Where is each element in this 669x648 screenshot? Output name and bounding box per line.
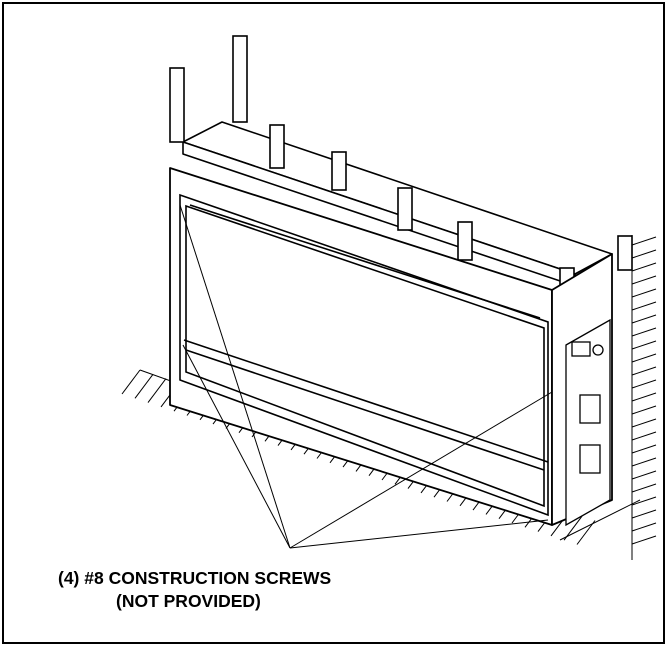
glass-frame: [179, 193, 549, 517]
screws-caption: (4) #8 CONSTRUCTION SCREWS (NOT PROVIDED…: [58, 567, 378, 613]
wall-hatching: [631, 235, 657, 560]
caption-line-1: (4) #8 CONSTRUCTION SCREWS: [58, 568, 332, 588]
screw-leader-lines: [179, 204, 553, 549]
side-control-panel: [565, 318, 611, 527]
header-studs: [169, 35, 633, 301]
caption-line-2: (NOT PROVIDED): [116, 591, 261, 611]
